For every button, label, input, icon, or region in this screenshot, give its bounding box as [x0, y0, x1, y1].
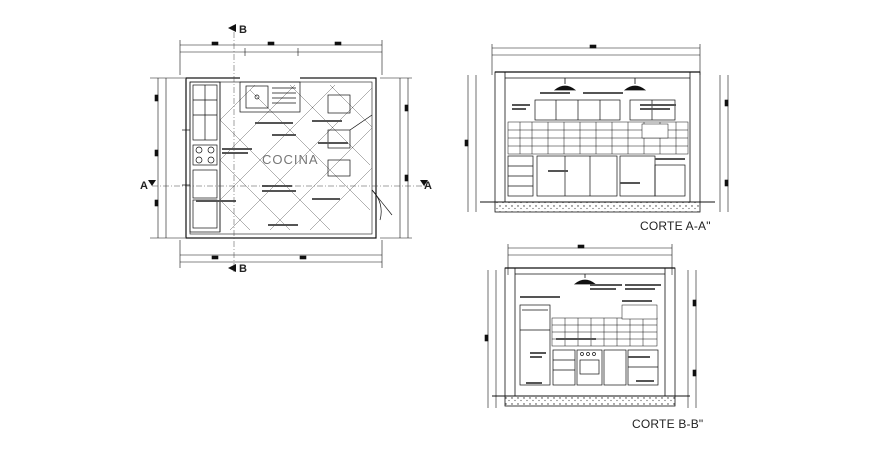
- plan-top-dimensions: [179, 40, 383, 75]
- section-b-annotations: [520, 284, 661, 384]
- section-mark-a-right: A: [424, 180, 432, 192]
- section-b-b: [484, 244, 697, 408]
- upper-cabinets-a: [534, 99, 676, 121]
- section-cut-lines: [152, 32, 425, 272]
- section-mark-b-top: B: [239, 24, 247, 36]
- section-a-side-dimensions: [464, 75, 729, 212]
- section-b-side-dimensions: [484, 270, 697, 408]
- section-b-top-dimensions: [507, 244, 673, 275]
- lower-cabinets-a: [507, 155, 686, 197]
- section-b-wall-right: [664, 267, 676, 397]
- section-a-a: [464, 44, 729, 213]
- refrigerator: [519, 304, 551, 386]
- sink-counter: [239, 81, 301, 113]
- section-arrows: [148, 24, 428, 272]
- floor-tiles: [219, 84, 373, 231]
- left-counter: [182, 81, 221, 233]
- plan-left-dimensions: [150, 77, 185, 239]
- section-b-wall-left: [504, 267, 516, 397]
- section-a-wall-left: [494, 71, 506, 203]
- backsplash-a: [507, 121, 689, 155]
- backsplash-b: [551, 304, 658, 347]
- plan-bottom-dimensions: [179, 240, 383, 268]
- lower-cabinets-b: [552, 349, 659, 386]
- room-name-label: COCINA: [262, 152, 319, 167]
- section-a-top-dimensions: [491, 44, 701, 75]
- section-a-wall-right: [689, 71, 701, 203]
- section-a-ground: [494, 201, 701, 213]
- floor-plan: [148, 24, 428, 272]
- right-appliances: [327, 94, 373, 177]
- plan-annotations: [196, 120, 348, 226]
- section-mark-b-bottom: B: [239, 263, 247, 275]
- section-mark-a-left: A: [140, 180, 148, 192]
- section-a-annotations: [512, 92, 685, 184]
- section-a-title: CORTE A-A": [640, 219, 711, 233]
- ceiling-lamps-b: [573, 274, 597, 285]
- section-b-ground: [504, 395, 676, 407]
- plan-right-dimensions: [380, 77, 412, 239]
- door-swing: [371, 189, 393, 221]
- section-b-title: CORTE B-B": [632, 417, 704, 431]
- ceiling-lamps: [553, 78, 647, 91]
